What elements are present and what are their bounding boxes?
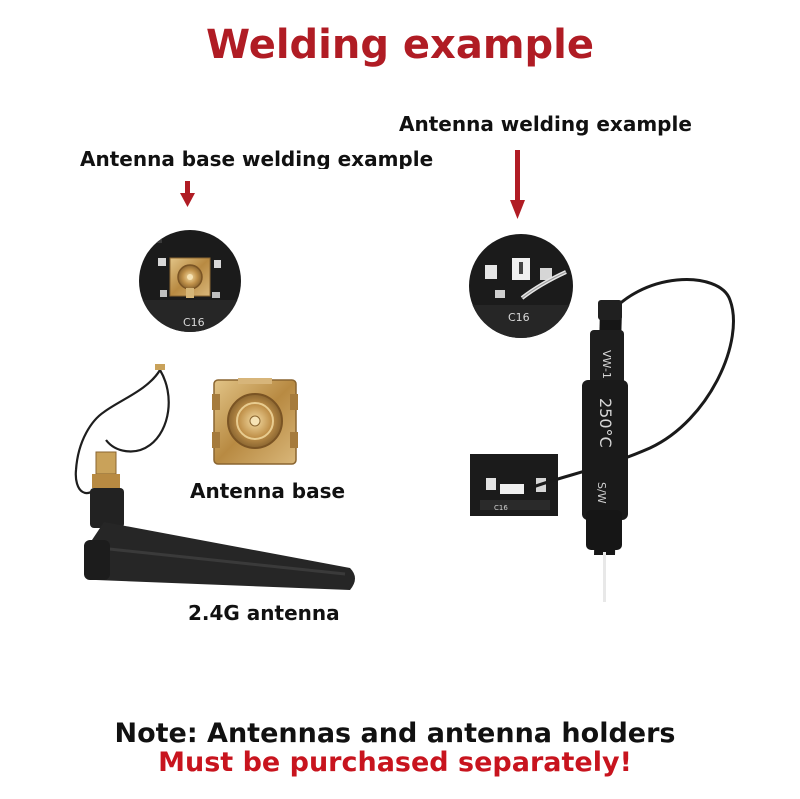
arrow-down-icon-right [510,150,525,219]
cable-print-top: VW-1 [600,350,613,379]
note-line-2: Must be purchased separately! [158,747,632,778]
caption-base-welding: Antenna base welding example [80,147,434,169]
arrow-down-icon-left [180,181,195,207]
antenna-wire-image: C16 VW-1 250°C S/W [470,278,735,602]
pcb-label-left: C16 [183,316,205,329]
pcb-label-board: C16 [494,504,508,512]
caption-2-4g-antenna: 2.4G antenna [188,601,340,625]
pcb-label-right: C16 [508,311,530,324]
pcb-closeup-base [139,230,241,332]
antenna-2-4g-image [74,364,356,590]
caption-antenna-welding: Antenna welding example [399,112,692,136]
caption-antenna-base: Antenna base [190,479,346,503]
antenna-base-image [212,378,298,465]
page-title: Welding example [206,22,594,68]
cable-print-bottom: S/W [595,482,608,504]
cable-print-middle: 250°C [596,398,615,448]
note-line-1: Note: Antennas and antenna holders [114,718,676,749]
pcb-closeup-antenna [469,234,573,338]
